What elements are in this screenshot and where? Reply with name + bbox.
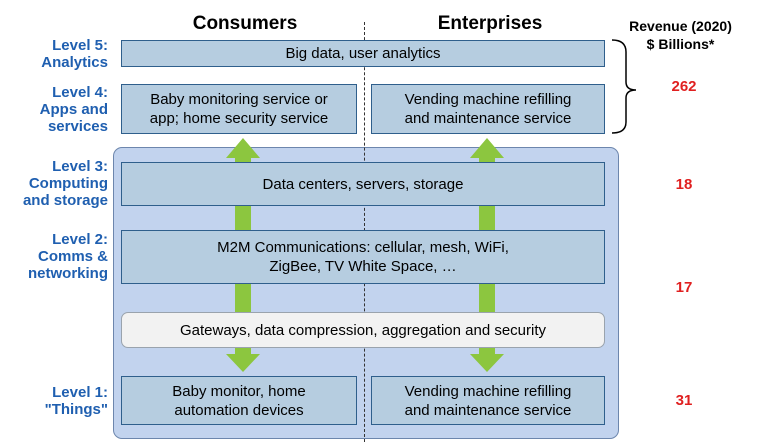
revenue-header: Revenue (2020) $ Billions* [608,17,753,53]
data-centers-text: Data centers, servers, storage [262,175,464,193]
revenue-things: 31 [675,392,693,409]
level-3-label: Level 3: Computing and storage [4,158,108,209]
level-4-name-2: services [47,118,108,135]
level-1-label: Level 1: "Things" [4,384,108,418]
m2m-line1: M2M Communications: cellular, mesh, WiFi… [217,239,509,256]
apps-enterprise-line1: Vending machine refilling [404,91,572,108]
level-4-title: Level 4: [52,84,108,101]
revenue-apps-analytics: 262 [671,78,697,95]
level-5-label: Level 5: Analytics [4,37,108,71]
level-2-label: Level 2: Comms & networking [4,231,108,282]
revenue-computing: 18 [675,176,693,193]
revenue-header-line2: $ Billions* [646,36,715,52]
level-5-title: Level 5: [52,37,108,54]
big-data-box: Big data, user analytics [121,40,605,67]
level-4-name-1: Apps and [39,101,108,118]
apps-consumer-box: Baby monitoring service or app; home sec… [121,84,357,134]
things-consumer-box: Baby monitor, home automation devices [121,376,357,425]
apps-consumer-line1: Baby monitoring service or [150,91,328,108]
things-consumer-line1: Baby monitor, home [172,382,306,400]
things-enterprise-line1: Vending machine refilling [404,382,572,400]
level-5-name: Analytics [41,54,108,71]
things-enterprise-line2: and maintenance service [404,401,572,419]
things-consumer-line2: automation devices [174,401,304,419]
revenue-brace [611,39,637,134]
apps-enterprise-line2: and maintenance service [404,110,572,127]
gateways-box: Gateways, data compression, aggregation … [121,312,605,348]
level-1-title: Level 1: [52,384,108,401]
m2m-box: M2M Communications: cellular, mesh, WiFi… [121,230,605,284]
consumers-header: Consumers [192,13,298,34]
level-4-label: Level 4: Apps and services [4,84,108,135]
level-3-name-1: Computing [28,175,108,192]
level-2-title: Level 2: [52,231,108,248]
big-data-text: Big data, user analytics [285,45,441,62]
apps-enterprise-box: Vending machine refilling and maintenanc… [371,84,605,134]
things-enterprise-box: Vending machine refilling and maintenanc… [371,376,605,425]
gateways-text: Gateways, data compression, aggregation … [179,321,547,339]
level-2-name-1: Comms & [37,248,108,265]
level-3-title: Level 3: [52,158,108,175]
level-2-name-2: networking [27,265,108,282]
data-centers-box: Data centers, servers, storage [121,162,605,206]
level-3-name-2: and storage [22,192,108,209]
revenue-header-line1: Revenue (2020) [629,18,732,34]
enterprises-header: Enterprises [437,13,543,34]
apps-consumer-line2: app; home security service [149,110,329,127]
revenue-comms: 17 [675,279,693,296]
level-1-name: "Things" [44,401,108,418]
m2m-line2: ZigBee, TV White Space, … [269,258,457,275]
